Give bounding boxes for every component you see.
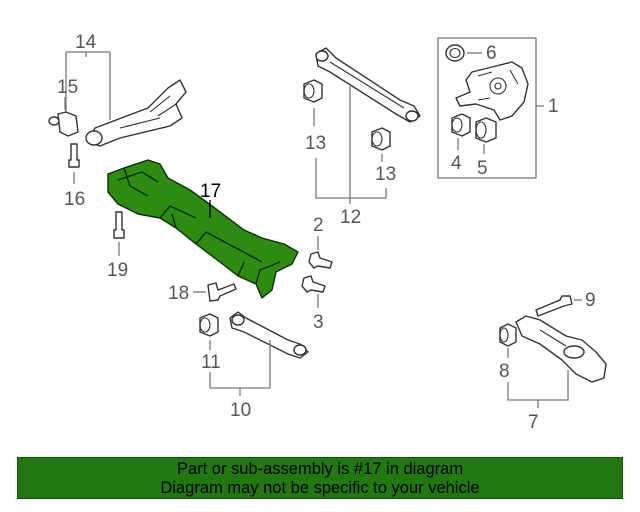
lower-link-group: 11 10 <box>199 311 309 421</box>
parts-diagram: 14 15 16 17 19 18 2 <box>48 32 607 433</box>
callout-10[interactable]: 10 <box>230 400 251 421</box>
callout-1[interactable]: 1 <box>548 96 559 117</box>
info-banner: Part or sub-assembly is #17 in diagram D… <box>17 457 623 499</box>
knuckle-group: 1 6 4 5 <box>437 37 559 179</box>
callout-6[interactable]: 6 <box>486 43 497 64</box>
callout-13a[interactable]: 13 <box>305 133 326 154</box>
callout-15[interactable]: 15 <box>57 77 78 98</box>
bolt-19-group: 19 <box>107 211 128 281</box>
callout-8[interactable]: 8 <box>499 361 510 382</box>
banner-line-1: Part or sub-assembly is #17 in diagram <box>176 460 464 478</box>
callout-19[interactable]: 19 <box>107 260 128 281</box>
lateral-link-group: 13 13 12 <box>303 47 421 228</box>
bolt-18-part[interactable] <box>207 282 237 302</box>
bushing-15-part[interactable] <box>57 111 79 137</box>
callout-7[interactable]: 7 <box>528 412 539 433</box>
bolt-2-part[interactable] <box>308 251 333 269</box>
callout-9[interactable]: 9 <box>585 290 596 311</box>
knuckle-box <box>437 37 537 179</box>
trailing-arm-group: 9 8 7 <box>499 290 607 433</box>
callout-12[interactable]: 12 <box>340 207 361 228</box>
lower-link-part-10[interactable] <box>229 311 309 359</box>
callout-3[interactable]: 3 <box>313 312 324 333</box>
bushing-4-part[interactable] <box>451 113 471 137</box>
seal-6-part[interactable] <box>445 44 465 62</box>
upper-arm-group: 14 15 16 <box>48 32 187 210</box>
bolt-16-part[interactable] <box>68 143 80 168</box>
bushing-13a-part[interactable] <box>303 79 323 103</box>
bolt-19-part[interactable] <box>113 211 125 239</box>
bolt-3-part[interactable] <box>301 275 326 293</box>
bolt-18-group: 18 <box>168 282 237 304</box>
upper-arm-part[interactable] <box>87 79 187 147</box>
lower-arm-part-7[interactable] <box>515 315 607 383</box>
bolts-2-3-group: 2 3 <box>301 215 333 333</box>
callout-4[interactable]: 4 <box>451 153 462 174</box>
bushing-11-part[interactable] <box>199 313 219 337</box>
callout-11[interactable]: 11 <box>201 352 221 373</box>
crossmember-group: 17 <box>107 159 299 299</box>
callout-5[interactable]: 5 <box>477 158 488 179</box>
bushing-13b-part[interactable] <box>371 127 391 151</box>
bolt-9-part[interactable] <box>535 295 573 317</box>
callout-18[interactable]: 18 <box>168 283 189 304</box>
banner-line-2: Diagram may not be specific to your vehi… <box>160 479 480 497</box>
callout-13b[interactable]: 13 <box>375 164 396 185</box>
callout-16[interactable]: 16 <box>64 189 85 210</box>
callout-17[interactable]: 17 <box>200 181 221 202</box>
callout-2[interactable]: 2 <box>313 215 324 236</box>
callout-14[interactable]: 14 <box>75 32 97 53</box>
